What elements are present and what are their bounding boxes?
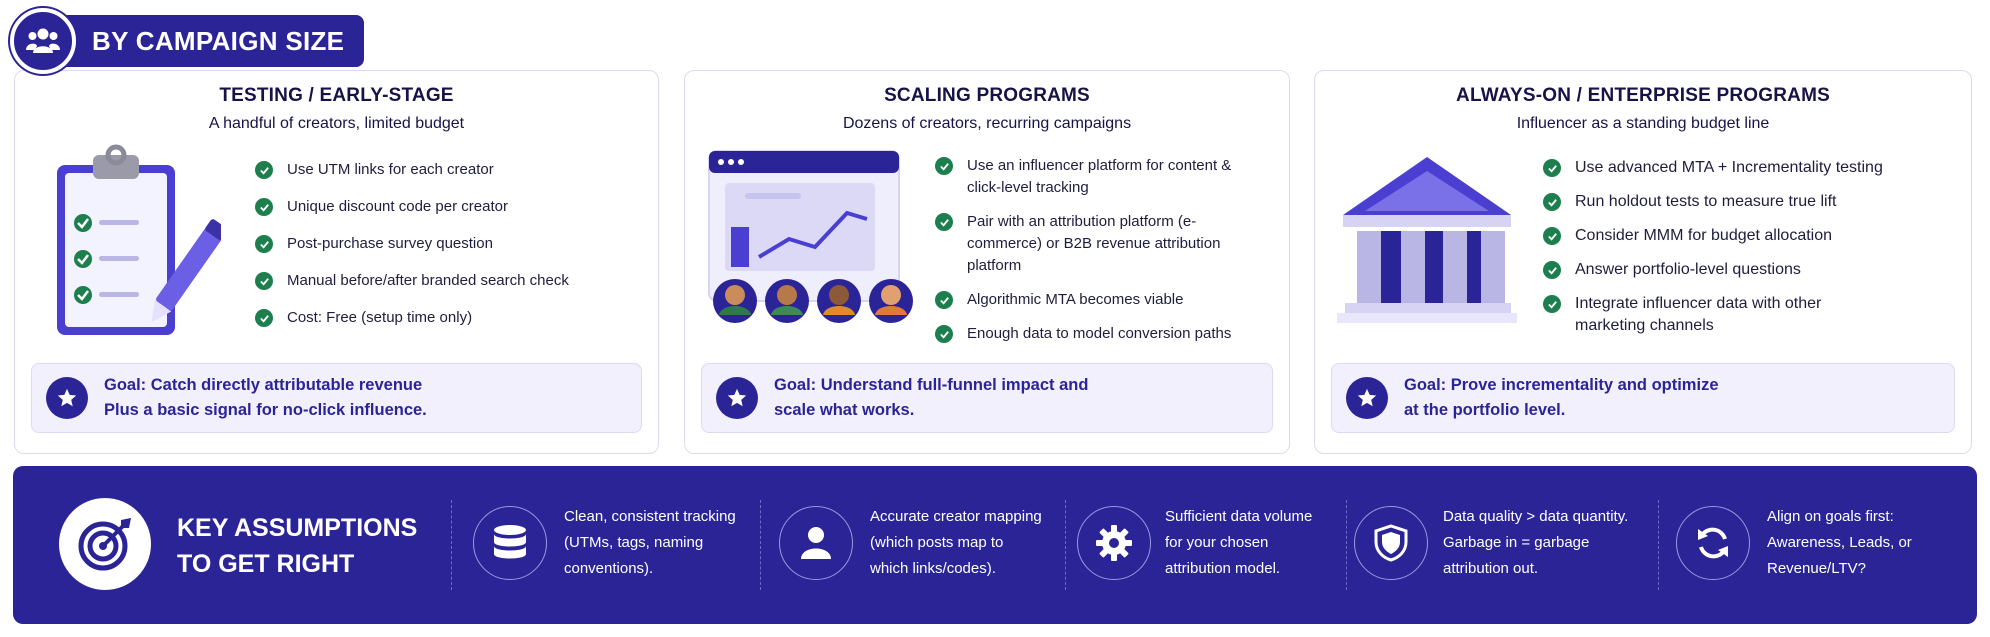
assumption-text: Accurate creator mapping (which posts ma… — [870, 508, 1042, 577]
assumption-text: Clean, consistent tracking (UTMs, tags, … — [564, 508, 736, 577]
list-item: Unique discount code per creator — [255, 196, 569, 218]
banner-title: KEY ASSUMPTIONS TO GET RIGHT — [177, 514, 418, 578]
bullet-list: Use an influencer platform for content &… — [935, 155, 1265, 345]
list-item: Run holdout tests to measure true lift — [1543, 191, 1943, 213]
assumption-text: Data quality > data quantity. Garbage in… — [1443, 508, 1629, 577]
clipboard-checklist-icon — [51, 143, 228, 348]
database-icon — [473, 506, 547, 580]
panel-testing: TESTING / EARLY-STAGE A handful of creat… — [14, 70, 659, 454]
list-item: Manual before/after branded search check — [255, 270, 569, 292]
check-icon — [1543, 261, 1561, 279]
check-icon — [935, 325, 953, 343]
refresh-icon — [1676, 506, 1750, 580]
list-item: Integrate influencer data with other mar… — [1543, 293, 1943, 337]
divider — [451, 500, 452, 590]
divider — [1658, 500, 1659, 590]
section-header: BY CAMPAIGN SIZE — [10, 8, 365, 74]
list-item: Use advanced MTA + Incrementality testin… — [1543, 157, 1943, 179]
check-icon — [935, 157, 953, 175]
list-item: Cost: Free (setup time only) — [255, 307, 569, 329]
list-item: Answer portfolio-level questions — [1543, 259, 1943, 281]
panel-title: ALWAYS-ON / ENTERPRISE PROGRAMS — [1456, 85, 1830, 106]
check-icon — [255, 272, 273, 290]
check-icon — [935, 291, 953, 309]
panel-subtitle: Influencer as a standing budget line — [1516, 115, 1770, 132]
bullet-list: Use advanced MTA + Incrementality testin… — [1543, 157, 1943, 337]
goal-text: Goal: Prove incrementality and optimize … — [1404, 376, 1719, 419]
star-icon — [46, 377, 88, 419]
check-icon — [1543, 227, 1561, 245]
panel-scaling: SCALING PROGRAMS Dozens of creators, rec… — [684, 70, 1290, 454]
gear-icon — [1077, 506, 1151, 580]
check-icon — [255, 235, 273, 253]
panel-title: SCALING PROGRAMS — [884, 85, 1090, 106]
list-item: Consider MMM for budget allocation — [1543, 225, 1943, 247]
list-item: Use UTM links for each creator — [255, 159, 569, 181]
divider — [1065, 500, 1066, 590]
check-icon — [255, 309, 273, 327]
check-icon — [1543, 295, 1561, 313]
check-icon — [1543, 193, 1561, 211]
check-icon — [935, 213, 953, 231]
list-item: Pair with an attribution platform (e-com… — [935, 211, 1265, 277]
star-icon — [1346, 377, 1388, 419]
list-item: Algorithmic MTA becomes viable — [935, 289, 1265, 311]
target-icon — [59, 498, 151, 590]
goal-text: Goal: Understand full-funnel impact and … — [774, 376, 1089, 419]
list-item: Use an influencer platform for content &… — [935, 155, 1265, 199]
dashboard-chart-icon — [707, 149, 917, 334]
bank-building-icon — [1335, 153, 1520, 333]
group-icon — [10, 8, 76, 74]
check-icon — [255, 198, 273, 216]
panel-subtitle: Dozens of creators, recurring campaigns — [842, 115, 1132, 132]
goal-box: Goal: Understand full-funnel impact and … — [701, 363, 1273, 433]
divider — [760, 500, 761, 590]
goal-box: Goal: Catch directly attributable revenu… — [31, 363, 642, 433]
goal-text: Goal: Catch directly attributable revenu… — [104, 376, 427, 419]
list-item: Enough data to model conversion paths — [935, 323, 1265, 345]
assumption-text: Sufficient data volume for your chosen a… — [1165, 508, 1313, 577]
user-icon — [779, 506, 853, 580]
section-title: BY CAMPAIGN SIZE — [62, 15, 365, 67]
bullet-list: Use UTM links for each creator Unique di… — [255, 159, 569, 329]
divider — [1346, 500, 1347, 590]
assumption-text: Align on goals first: Awareness, Leads, … — [1767, 508, 1912, 577]
check-icon — [1543, 159, 1561, 177]
key-assumptions-banner: KEY ASSUMPTIONS TO GET RIGHT Clean, cons… — [13, 466, 1977, 624]
check-icon — [255, 161, 273, 179]
panel-subtitle: A handful of creators, limited budget — [208, 115, 465, 132]
shield-icon — [1354, 506, 1428, 580]
panel-title: TESTING / EARLY-STAGE — [219, 85, 454, 106]
star-icon — [716, 377, 758, 419]
panel-enterprise: ALWAYS-ON / ENTERPRISE PROGRAMS Influenc… — [1314, 70, 1972, 454]
list-item: Post-purchase survey question — [255, 233, 569, 255]
goal-box: Goal: Prove incrementality and optimize … — [1331, 363, 1955, 433]
